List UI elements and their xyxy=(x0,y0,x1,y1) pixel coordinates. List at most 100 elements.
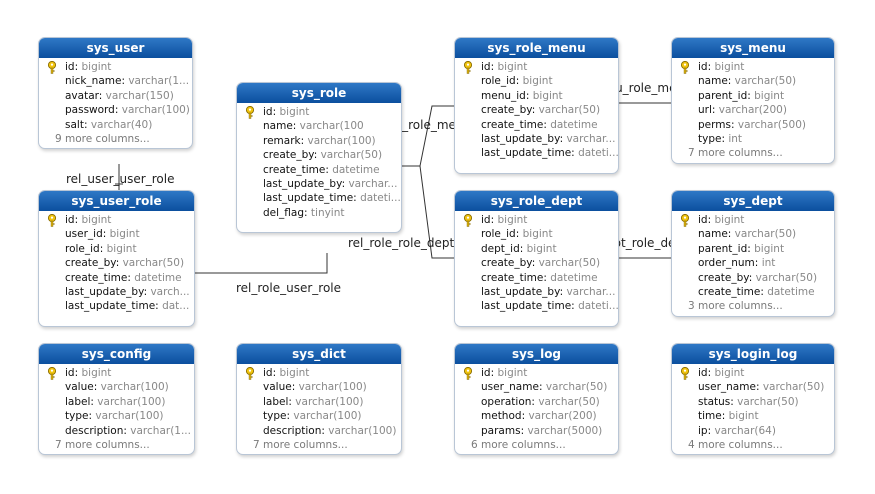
column-row[interactable]: remark: varchar(100) xyxy=(237,134,401,148)
table-title[interactable]: sys_config xyxy=(39,344,194,364)
column-row[interactable]: last_update_time: dateti... xyxy=(455,146,618,160)
column-row[interactable]: type: varchar(100) xyxy=(237,409,401,423)
column-row[interactable]: last_update_time: dateti... xyxy=(237,191,401,205)
column-row[interactable]: status: varchar(50) xyxy=(672,395,834,409)
column-row[interactable]: create_time: datetime xyxy=(455,271,618,285)
column-row[interactable]: operation: varchar(50) xyxy=(455,395,618,409)
column-row[interactable]: avatar: varchar(150) xyxy=(39,89,192,103)
column-row[interactable]: label: varchar(100) xyxy=(237,395,401,409)
relation-label-rel-user-user-role[interactable]: rel_user_user_role xyxy=(66,172,175,186)
column-row[interactable]: order_num: int xyxy=(672,256,834,270)
table-title[interactable]: sys_dept xyxy=(672,191,834,211)
column-row[interactable]: id: bigint xyxy=(455,60,618,74)
column-row[interactable]: last_update_by: varch... xyxy=(39,285,194,299)
more-columns-link[interactable]: 9 more columns... xyxy=(55,132,150,145)
line-rel-role-user-role[interactable] xyxy=(193,253,328,274)
column-row[interactable]: create_by: varchar(50) xyxy=(672,271,834,285)
column-row[interactable]: value: varchar(100) xyxy=(39,380,194,394)
column-row[interactable]: parent_id: bigint xyxy=(672,242,834,256)
column-row[interactable]: salt: varchar(40) xyxy=(39,118,192,132)
column-row[interactable]: create_by: varchar(50) xyxy=(39,256,194,270)
column-row[interactable]: url: varchar(200) xyxy=(672,103,834,117)
column-row[interactable]: time: bigint xyxy=(672,409,834,423)
column-row[interactable]: label: varchar(100) xyxy=(39,395,194,409)
column-row[interactable]: name: varchar(50) xyxy=(672,74,834,88)
column-row[interactable]: last_update_time: dateti... xyxy=(455,299,618,313)
column-row[interactable]: menu_id: bigint xyxy=(455,89,618,103)
table-title[interactable]: sys_log xyxy=(455,344,618,364)
column-row[interactable]: role_id: bigint xyxy=(455,74,618,88)
column-row[interactable]: id: bigint xyxy=(39,60,192,74)
table-title[interactable]: sys_dict xyxy=(237,344,401,364)
column-row[interactable]: ip: varchar(64) xyxy=(672,424,834,438)
table-title[interactable]: sys_user xyxy=(39,38,192,58)
table-title[interactable]: sys_menu xyxy=(672,38,834,58)
column-row[interactable]: id: bigint xyxy=(237,105,401,119)
more-columns-link[interactable]: 7 more columns... xyxy=(688,147,783,160)
more-columns-link[interactable]: 4 more columns... xyxy=(688,438,783,451)
column-row[interactable]: name: varchar(50) xyxy=(672,227,834,241)
more-columns-link[interactable]: 7 more columns... xyxy=(55,438,150,451)
column-row[interactable]: description: varchar(100) xyxy=(237,424,401,438)
column-row[interactable]: method: varchar(200) xyxy=(455,409,618,423)
table-title[interactable]: sys_role_dept xyxy=(455,191,618,211)
column-row[interactable]: nick_name: varchar(1... xyxy=(39,74,192,88)
more-columns-link[interactable]: 3 more columns... xyxy=(688,300,783,313)
more-columns-link[interactable]: 7 more columns... xyxy=(253,438,348,451)
column-row[interactable]: del_flag: tinyint xyxy=(237,206,401,220)
column-row[interactable]: user_name: varchar(50) xyxy=(672,380,834,394)
column-row[interactable]: password: varchar(100) xyxy=(39,103,192,117)
column-row[interactable]: create_by: varchar(50) xyxy=(455,256,618,270)
column-row[interactable]: role_id: bigint xyxy=(39,242,194,256)
column-row[interactable]: value: varchar(100) xyxy=(237,380,401,394)
more-columns-link[interactable]: 6 more columns... xyxy=(471,438,566,451)
column-row[interactable]: id: bigint xyxy=(672,60,834,74)
column-row[interactable]: create_time: datetime xyxy=(672,285,834,299)
line-rel-role-role-menu[interactable] xyxy=(400,105,454,167)
column-row[interactable]: create_time: datetime xyxy=(455,118,618,132)
column-row[interactable]: user_id: bigint xyxy=(39,227,194,241)
column-row[interactable]: type: int xyxy=(672,132,834,146)
column-row[interactable]: create_by: varchar(50) xyxy=(455,103,618,117)
column-row[interactable]: last_update_by: varchar... xyxy=(237,177,401,191)
column-row[interactable]: create_by: varchar(50) xyxy=(237,148,401,162)
column-row[interactable]: last_update_by: varchar... xyxy=(455,285,618,299)
column-row[interactable]: id: bigint xyxy=(39,213,194,227)
line-rel-role-role-dept[interactable] xyxy=(400,165,454,259)
column-row[interactable]: role_id: bigint xyxy=(455,227,618,241)
column-row[interactable]: id: bigint xyxy=(39,366,194,380)
column-row[interactable]: id: bigint xyxy=(672,366,834,380)
column-row[interactable]: description: varchar(1... xyxy=(39,424,194,438)
table-title[interactable]: sys_login_log xyxy=(672,344,834,364)
table-title[interactable]: sys_role xyxy=(237,83,401,103)
column-row[interactable]: id: bigint xyxy=(455,366,618,380)
relation-label-rel-role-user-role[interactable]: rel_role_user_role xyxy=(236,281,342,295)
column-row[interactable]: create_time: datetime xyxy=(237,163,401,177)
column-row[interactable]: parent_id: bigint xyxy=(672,89,834,103)
relation-label-rel-role-role-dept[interactable]: rel_role_role_dept xyxy=(348,236,455,250)
column-row[interactable]: id: bigint xyxy=(455,213,618,227)
table-title[interactable]: sys_role_menu xyxy=(455,38,618,58)
column-row[interactable]: id: bigint xyxy=(672,213,834,227)
column-row[interactable]: last_update_by: varchar... xyxy=(455,132,618,146)
column-row[interactable]: user_name: varchar(50) xyxy=(455,380,618,394)
column-row[interactable]: id: bigint xyxy=(237,366,401,380)
table-title[interactable]: sys_user_role xyxy=(39,191,194,211)
column-row[interactable]: type: varchar(100) xyxy=(39,409,194,423)
column-row[interactable]: perms: varchar(500) xyxy=(672,118,834,132)
column-row[interactable]: last_update_time: dat... xyxy=(39,299,194,313)
column-row[interactable]: name: varchar(100 xyxy=(237,119,401,133)
column-row[interactable]: dept_id: bigint xyxy=(455,242,618,256)
column-row[interactable]: params: varchar(5000) xyxy=(455,424,618,438)
